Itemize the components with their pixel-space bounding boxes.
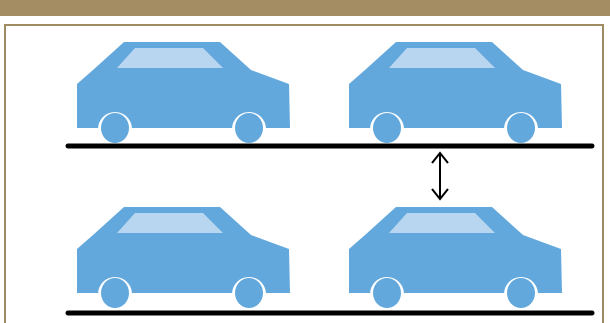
upper-level xyxy=(68,42,592,146)
double-arrow-vertical-icon xyxy=(432,153,448,199)
car-icon xyxy=(349,42,562,146)
car-icon xyxy=(77,207,290,311)
car-icon xyxy=(77,42,290,146)
lower-level xyxy=(68,207,592,313)
car-icon xyxy=(349,207,562,311)
